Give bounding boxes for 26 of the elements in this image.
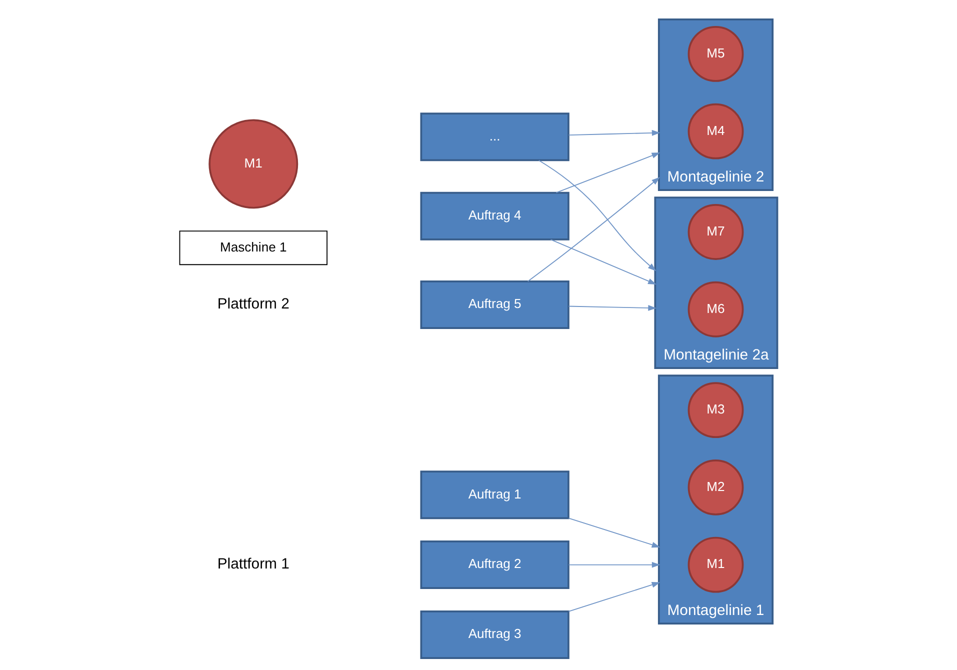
arrow — [568, 518, 660, 548]
node-circle: M3 — [688, 382, 744, 438]
node-circle: M2 — [688, 459, 744, 516]
node-circle: M1 — [208, 119, 298, 209]
node-box: Maschine 1 — [179, 230, 328, 266]
node-circle: M1 — [688, 536, 744, 593]
node-box: Auftrag 5 — [420, 280, 570, 329]
node-box: Auftrag 2 — [420, 540, 570, 590]
arrow — [527, 176, 660, 282]
arrow — [568, 305, 657, 311]
node-box: Auftrag 1 — [420, 470, 570, 520]
node-box: Auftrag 4 — [420, 192, 570, 240]
arrow — [568, 562, 660, 568]
label: Plattform 1 — [217, 556, 290, 572]
node-box: ... — [420, 112, 570, 162]
label: Plattform 2 — [217, 296, 290, 312]
node-circle: M5 — [688, 26, 744, 82]
arrow — [550, 239, 656, 285]
arrow — [538, 160, 656, 272]
arrow — [556, 152, 660, 194]
arrow — [568, 130, 660, 136]
node-circle: M7 — [688, 204, 744, 260]
node-circle: M6 — [688, 281, 744, 338]
arrow — [568, 582, 660, 612]
node-circle: M4 — [688, 103, 744, 160]
node-box: Auftrag 3 — [420, 610, 570, 659]
